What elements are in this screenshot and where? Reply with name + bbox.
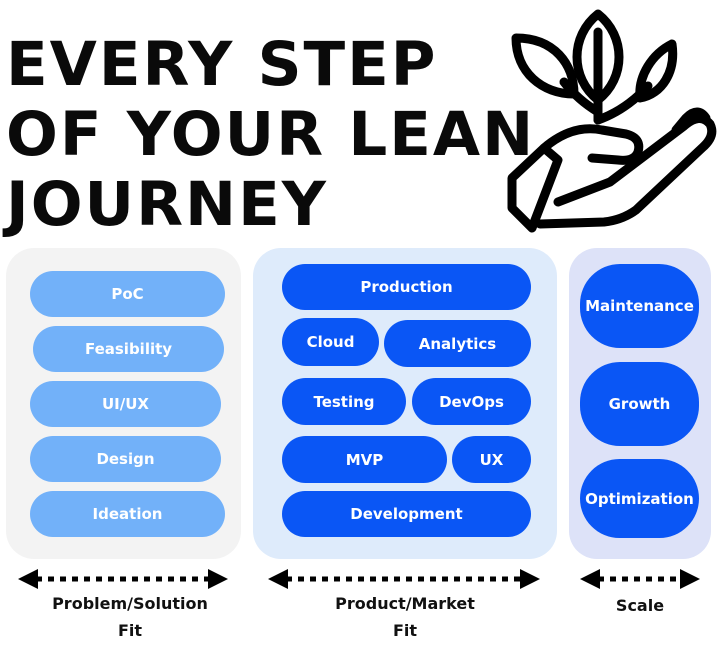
caption-line-1: Problem/Solution [52,594,208,613]
caption-line-2: Fit [392,621,418,640]
title-line-1: EVERY STEP [6,29,438,100]
step-growth: Growth [580,362,699,446]
hand-holding-plant-icon [507,9,717,233]
step-mvp: MVP [282,436,447,483]
product-market-caption: Product/Market Fit [300,590,510,644]
title-line-2: OF YOUR LEAN [6,99,536,170]
step-cloud: Cloud [282,318,379,366]
caption-scale: Scale [615,596,665,615]
problem-solution-arrow [18,569,228,589]
caption-line-2: Fit [117,621,143,640]
step-feasibility: Feasibility [33,326,224,372]
problem-solution-caption: Problem/Solution Fit [16,590,244,644]
title-line-3: JOURNEY [6,169,328,240]
product-market-arrow [268,569,540,589]
step-design: Design [30,436,221,482]
step-ui-ux: UI/UX [30,381,221,427]
page-title: EVERY STEP OF YOUR LEAN JOURNEY [6,30,535,240]
step-poc: PoC [30,271,225,317]
step-ux: UX [452,436,531,483]
step-maintenance: Maintenance [580,264,699,348]
step-analytics: Analytics [384,320,531,367]
step-development: Development [282,491,531,537]
caption-line-1: Product/Market [335,594,475,613]
scale-arrow [580,569,700,589]
step-ideation: Ideation [30,491,225,537]
step-testing: Testing [282,378,406,425]
step-production: Production [282,264,531,310]
scale-caption: Scale [578,592,702,619]
step-devops: DevOps [412,378,531,425]
step-optimization: Optimization [580,459,699,538]
